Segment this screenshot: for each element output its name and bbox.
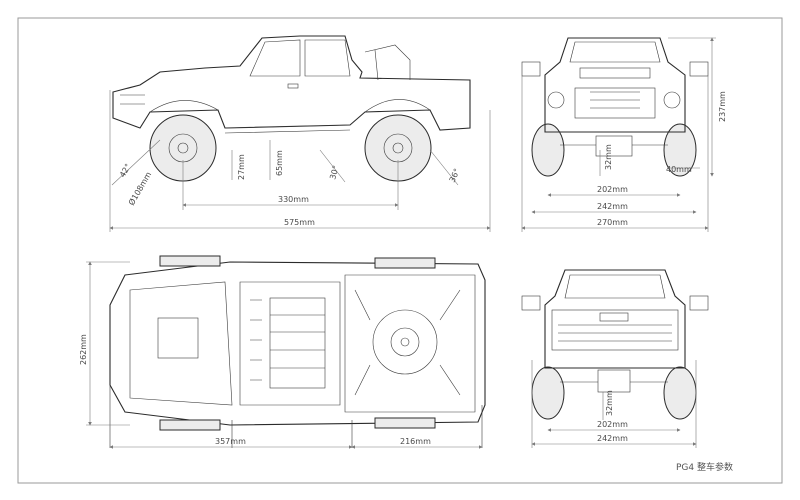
drawing-frame: [17, 17, 783, 484]
front-right-tire: [663, 123, 697, 177]
dim-mid-clearance: 65mm: [275, 150, 284, 176]
dim-wheelbase: 330mm: [278, 195, 309, 204]
top-rear-right-tire: [374, 417, 436, 429]
dim-front-track: 202mm: [597, 185, 628, 194]
drawing-caption: PG4 整车参数: [676, 461, 733, 473]
truck-front-body: [544, 37, 686, 133]
dim-top-width: 262mm: [79, 334, 88, 365]
rear-right-tire: [663, 366, 697, 420]
dim-front-width: 242mm: [597, 202, 628, 211]
spare-tire: [372, 309, 438, 375]
top-front-left-tire: [159, 255, 221, 267]
dim-breakover-angle: 30°: [328, 164, 340, 180]
dim-rear-track: 202mm: [597, 420, 628, 429]
dim-length: 575mm: [284, 218, 315, 227]
rear-view: 32mm 202mm 242mm: [521, 269, 709, 448]
dim-front-clearance: 27mm: [237, 154, 246, 180]
dim-front-to-axle: 357mm: [215, 437, 246, 446]
front-left-tire: [531, 123, 565, 177]
front-view: 237mm 32mm 40mm 202mm 242mm 270mm: [521, 37, 727, 232]
dim-front-axle-clearance: 32mm: [604, 144, 613, 170]
truck-side-body: [112, 35, 471, 131]
roof-rack: [269, 297, 326, 389]
dim-departure-angle: 36°: [448, 167, 462, 184]
dim-rear-axle-clearance: 32mm: [605, 390, 614, 416]
truck-rear-body: [544, 269, 686, 369]
dim-width-mirrors: 270mm: [597, 218, 628, 227]
side-view: 330mm 575mm 42° Ø108mm 27mm 65mm 30° 36°: [109, 35, 491, 232]
dim-rear-width: 242mm: [597, 434, 628, 443]
dim-rear-section: 216mm: [400, 437, 431, 446]
top-rear-left-tire: [374, 257, 436, 269]
top-front-right-tire: [159, 419, 221, 431]
dim-tire-dia: Ø108mm: [126, 170, 153, 207]
dim-height: 237mm: [718, 91, 727, 122]
dim-ground-clearance: 40mm: [666, 165, 692, 174]
top-view: 262mm 357mm 216mm: [79, 255, 486, 449]
rear-left-tire: [531, 366, 565, 420]
dim-approach-angle: 42°: [118, 162, 133, 179]
